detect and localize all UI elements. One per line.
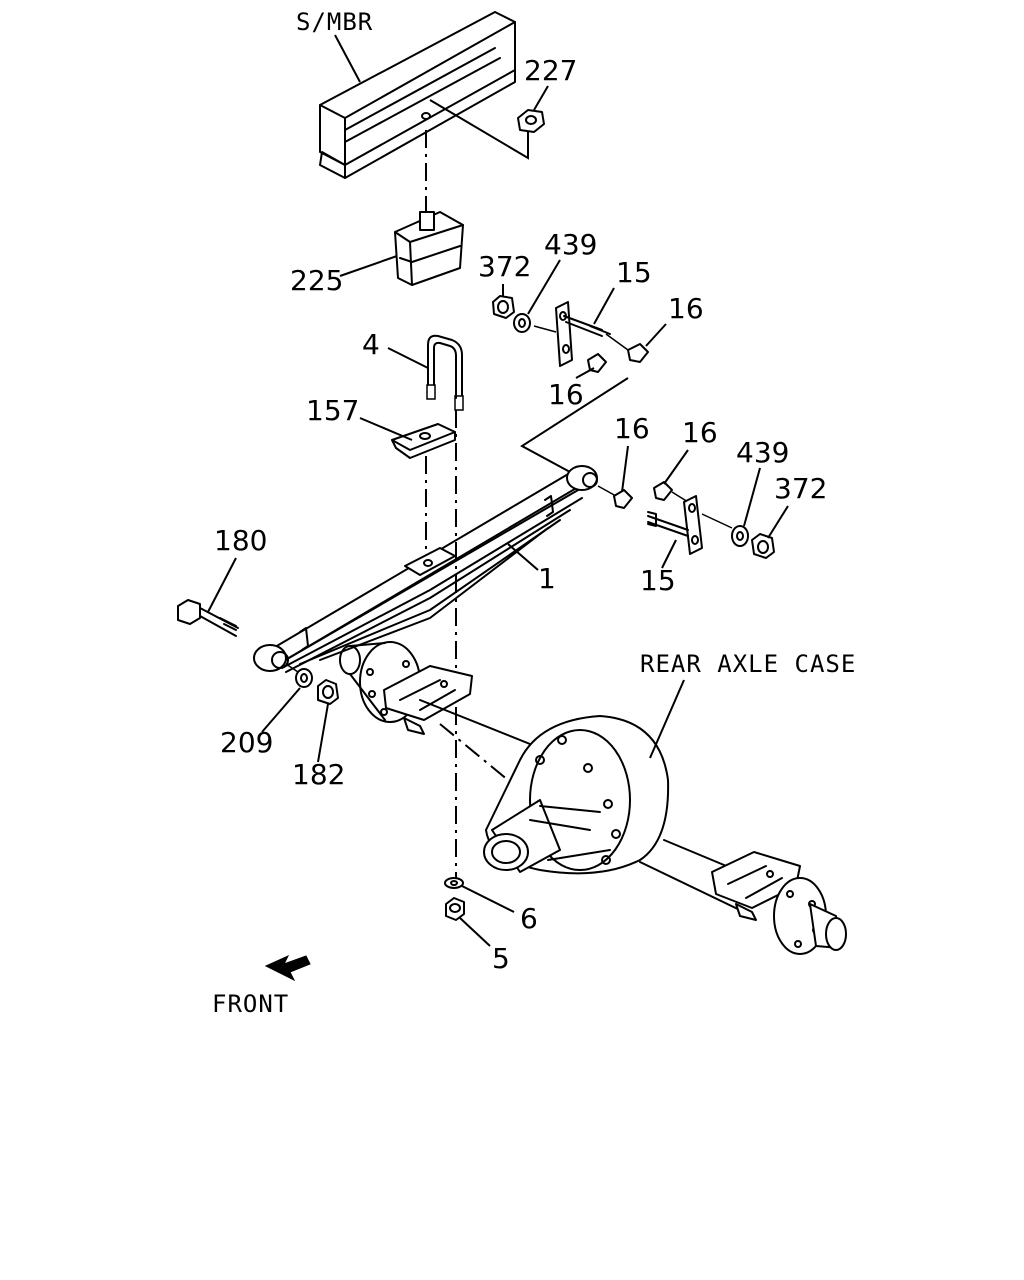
bushing-16-mid-left [613, 489, 633, 509]
washer-439-bottom [731, 525, 749, 547]
side-member-rail [319, 11, 516, 179]
seat-plate-157 [391, 423, 456, 459]
label-front: FRONT [212, 990, 289, 1018]
washer-209 [295, 668, 313, 688]
label-15-bottom: 15 [640, 564, 676, 597]
bolt-180 [177, 599, 239, 637]
label-16-mid-right: 16 [682, 416, 718, 449]
label-209: 209 [220, 726, 273, 759]
label-182: 182 [292, 758, 345, 791]
label-157: 157 [306, 394, 359, 427]
label-rear-axle-case: REAR AXLE CASE [640, 650, 856, 678]
shackle-15-bottom [647, 495, 703, 555]
rear-axle-case [339, 641, 847, 955]
nut-372-top [492, 295, 515, 319]
label-15-top: 15 [616, 256, 652, 289]
bushing-16-top-right [627, 343, 649, 363]
label-4: 4 [362, 328, 380, 361]
leaf-spring-1 [253, 465, 598, 673]
washer-439-top [513, 313, 531, 333]
label-225: 225 [290, 264, 343, 297]
label-372-bottom: 372 [774, 472, 827, 505]
label-1: 1 [538, 562, 556, 595]
label-180: 180 [214, 524, 267, 557]
bushing-16-mid-right [653, 481, 673, 501]
bushing-16-top-left [587, 353, 607, 373]
label-5: 5 [492, 942, 510, 975]
nut-227 [517, 109, 545, 133]
nut-372-bottom [751, 533, 775, 559]
nut-5 [445, 897, 465, 921]
label-439-bottom: 439 [736, 436, 789, 469]
label-16-top-right: 16 [668, 292, 704, 325]
label-439-top: 439 [544, 228, 597, 261]
washer-6 [444, 877, 464, 889]
label-16-mid-left: 16 [614, 412, 650, 445]
front-arrow-icon [264, 954, 311, 982]
nut-182 [317, 679, 339, 705]
label-smbr: S/MBR [296, 8, 373, 36]
label-6: 6 [520, 902, 538, 935]
bumper-stopper-225 [394, 211, 464, 286]
shackle-15-top [533, 301, 611, 367]
u-bolt-4 [426, 334, 464, 411]
label-227: 227 [524, 54, 577, 87]
label-16-top-left: 16 [548, 378, 584, 411]
label-372-top: 372 [478, 250, 531, 283]
